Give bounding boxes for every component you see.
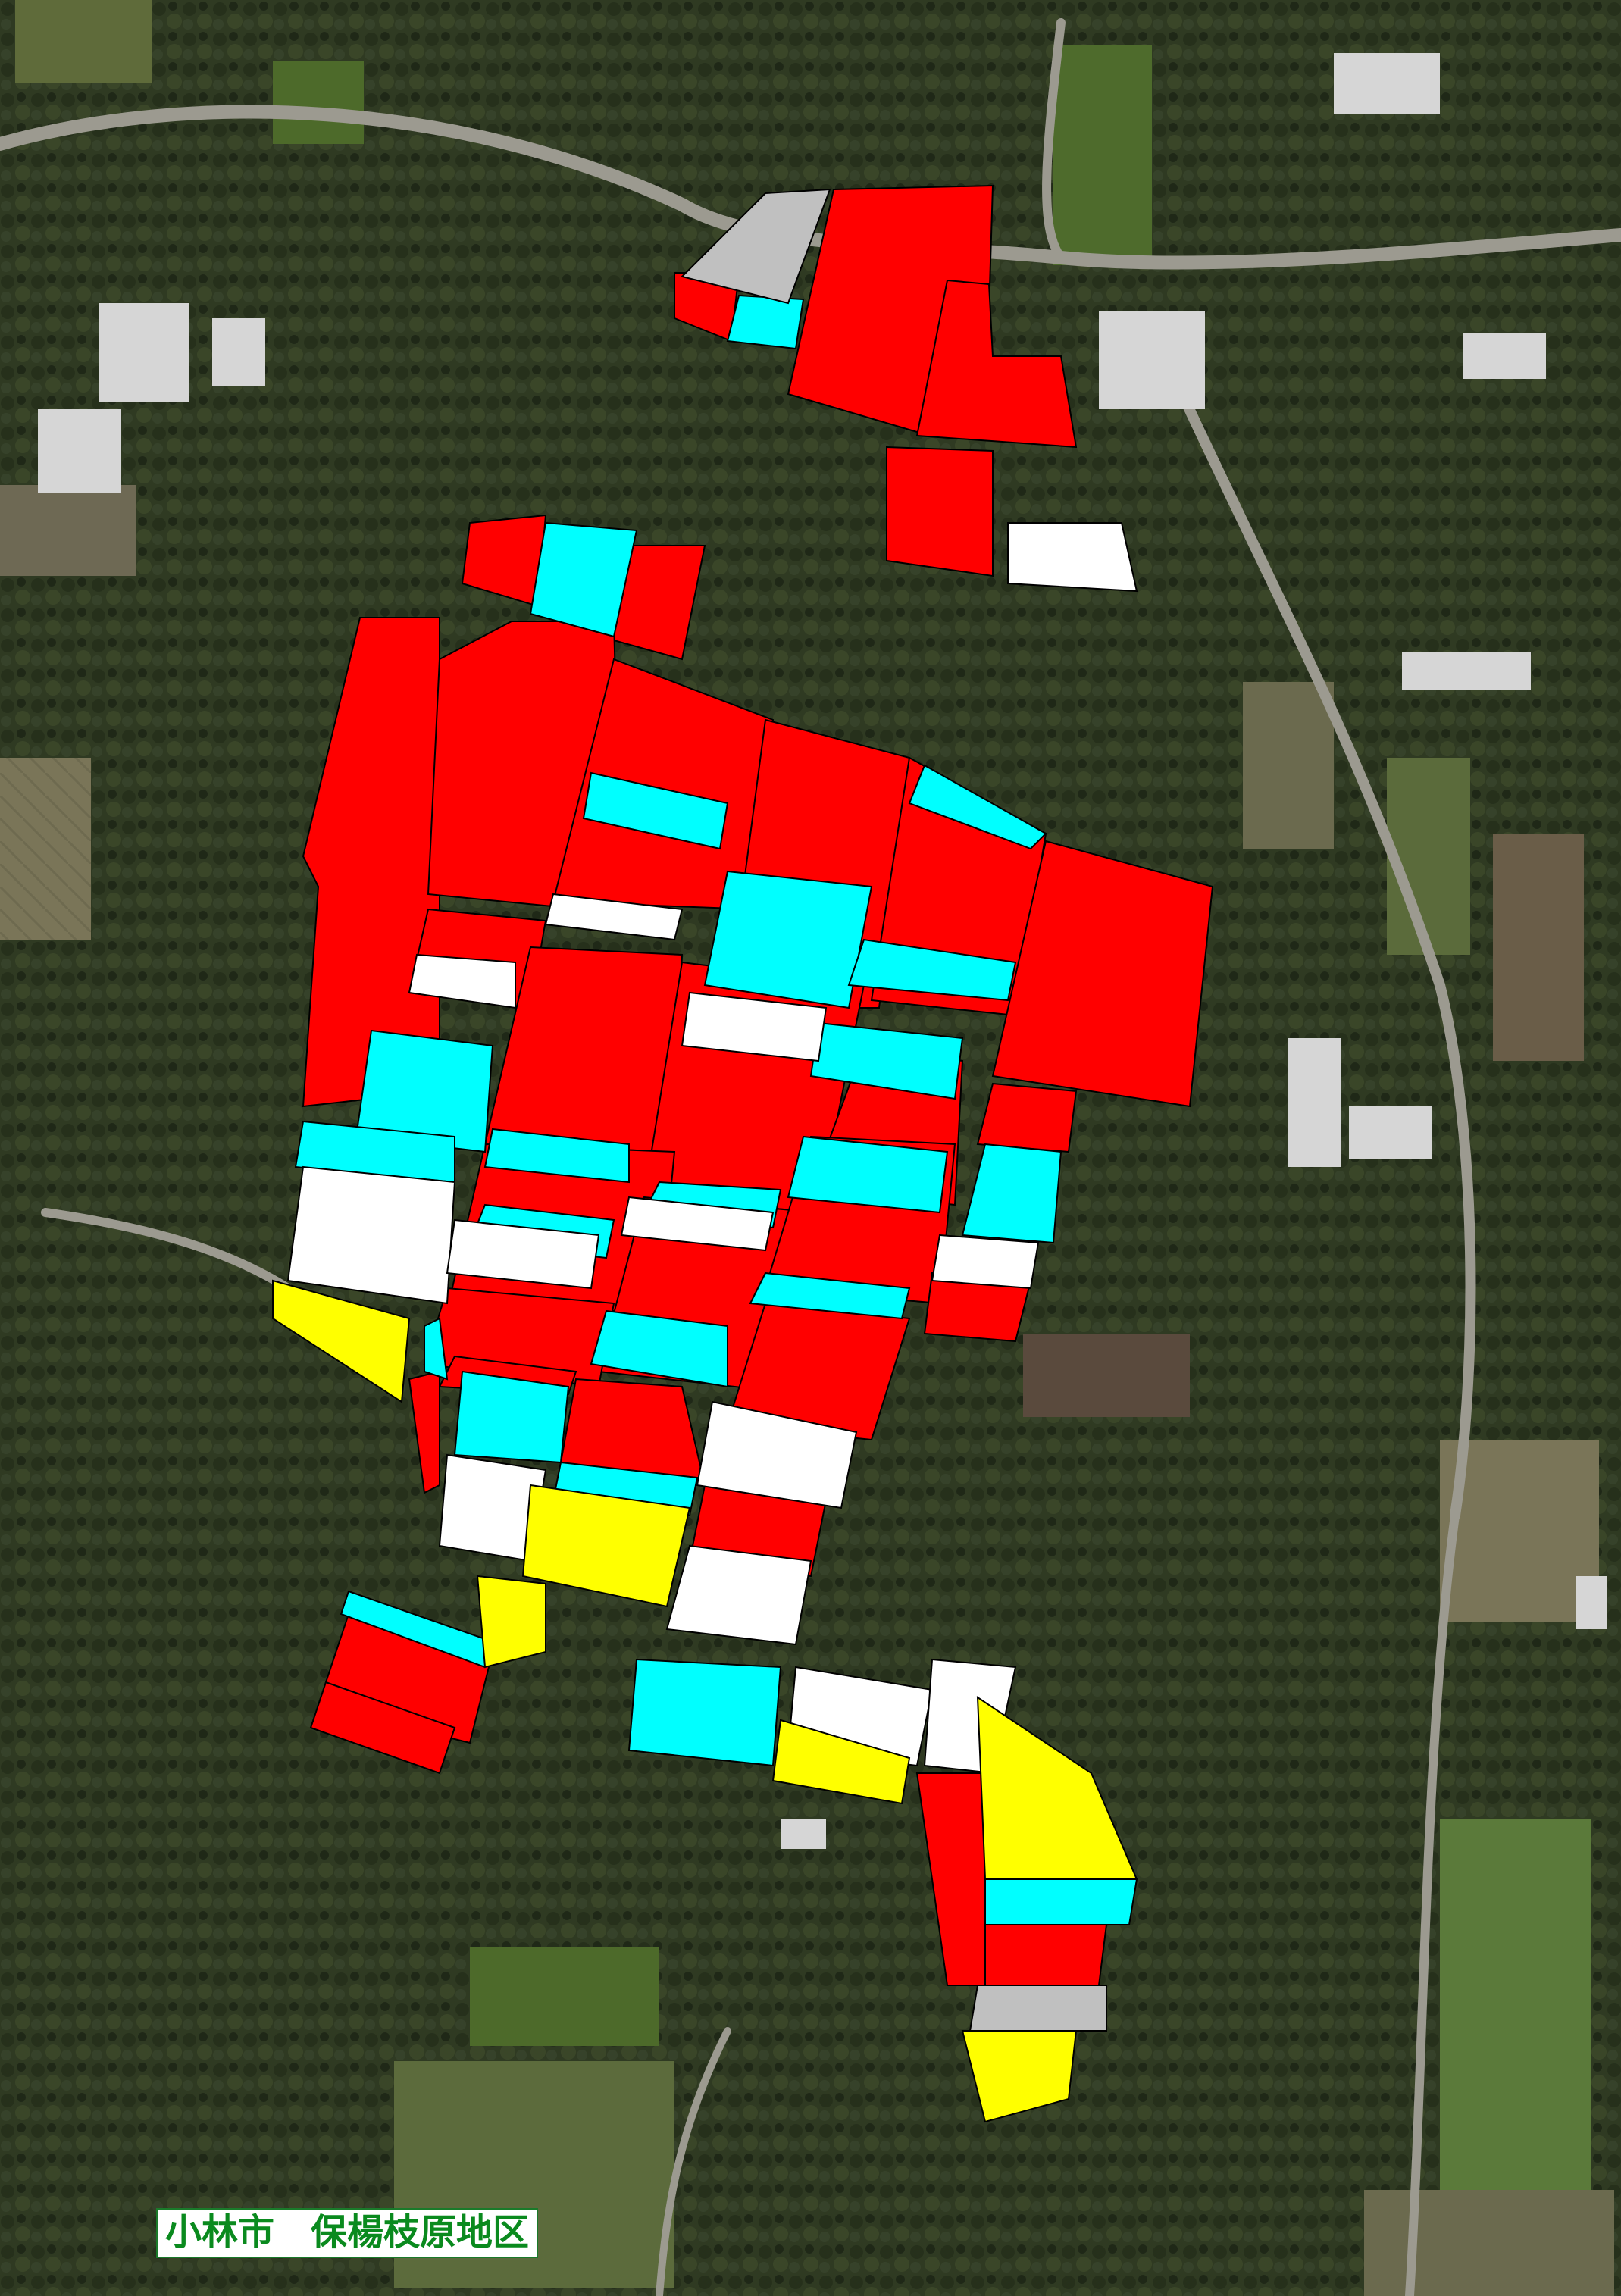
buildings	[38, 53, 1607, 1849]
gray-parcels	[681, 188, 1107, 2032]
yellow-parcels	[272, 1279, 1138, 2123]
map-caption: 小林市 保楊枝原地区	[156, 2208, 539, 2258]
roads	[0, 18, 1621, 2296]
red-parcels	[302, 184, 1214, 1986]
